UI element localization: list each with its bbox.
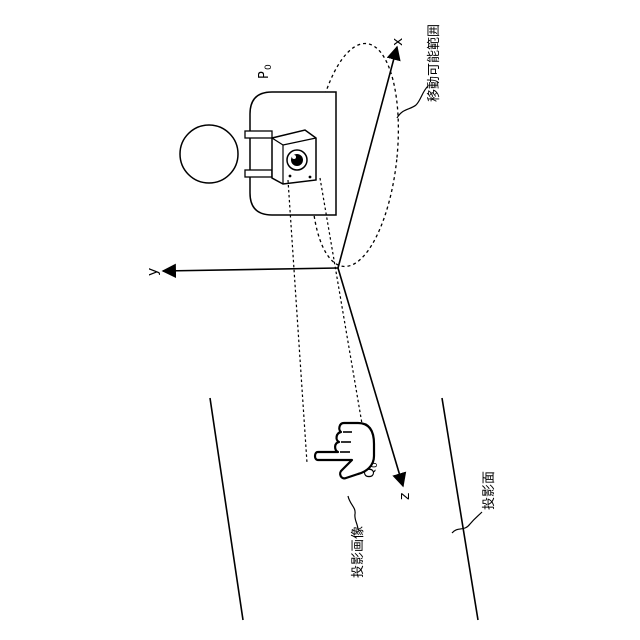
axis-z-label: z [397,493,413,500]
movable-range-label: 移動可能範囲 [427,24,442,102]
axis-y-label: y [145,268,161,276]
projector-icon [272,130,316,184]
leader-projected-image [348,496,358,530]
person-head-icon [180,125,238,183]
projection-beam [288,178,367,463]
leader-projection-surface [452,512,482,533]
point-p-label: P 0 [257,64,274,79]
projection-surface-line-right [442,398,478,620]
svg-text:P: P [257,71,272,79]
projection-surface-label: 投影面 [481,471,497,510]
svg-text:0: 0 [264,64,274,70]
svg-text:0: 0 [370,462,380,468]
projected-image-label: 投影画像 [350,526,366,578]
svg-text:Q: Q [363,468,378,478]
axis-y-line [163,268,338,271]
axis-x-line [338,47,397,268]
projection-surface-line-left [210,398,243,620]
leader-movable-range [397,86,428,118]
axis-x-label: x [390,38,406,46]
